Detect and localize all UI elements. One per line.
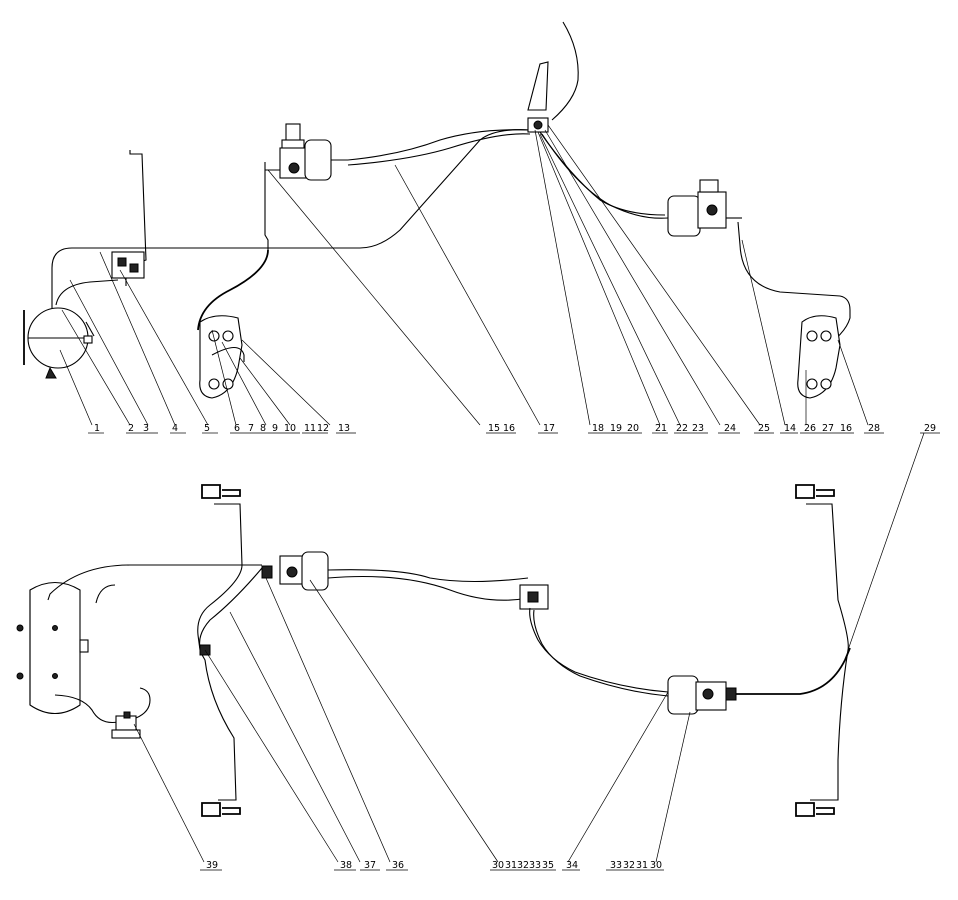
callout-35: 35 (542, 860, 554, 871)
relay-valve (111, 251, 145, 286)
callout-18: 18 (592, 423, 604, 434)
callout-8: 8 (260, 423, 266, 434)
callout-32: 32 (517, 860, 529, 871)
callout-6: 6 (234, 423, 240, 434)
lower-assembly (16, 432, 925, 871)
relay-valve-lower (519, 584, 669, 697)
callout-10: 10 (284, 423, 296, 434)
callout-9: 9 (272, 423, 278, 434)
brake-chamber-rear-right (667, 647, 851, 715)
air-tank-round (23, 307, 95, 379)
callout-32b: 32 (623, 860, 635, 871)
upper-leaders (59, 124, 940, 434)
callout-27: 27 (822, 423, 834, 434)
wheel-brake-marker-left-top (201, 484, 241, 499)
wheel-brake-marker-right-top (795, 484, 835, 499)
callout-30: 30 (492, 860, 504, 871)
wheel-brake-marker-right-bottom (795, 802, 835, 817)
callout-15: 15 (488, 423, 500, 434)
lower-leaders (133, 432, 925, 871)
callout-1: 1 (94, 423, 100, 434)
brake-pedal (527, 21, 579, 133)
upper-assembly (23, 21, 940, 434)
callout-37: 37 (364, 860, 376, 871)
callout-19: 19 (610, 423, 622, 434)
callout-33b: 33 (610, 860, 622, 871)
brake-caliper-right (797, 315, 841, 399)
air-tank-cylinder (16, 564, 262, 724)
callout-16: 16 (503, 423, 515, 434)
callout-38: 38 (340, 860, 352, 871)
callout-23: 23 (692, 423, 704, 434)
wheel-brake-marker-left-bottom (201, 802, 241, 817)
callout-11: 11 (304, 423, 316, 434)
callout-34: 34 (566, 860, 578, 871)
callout-12: 12 (317, 423, 329, 434)
callout-33: 33 (529, 860, 541, 871)
callout-25: 25 (758, 423, 770, 434)
callout-20: 20 (627, 423, 639, 434)
brake-chamber-front-right (667, 179, 742, 237)
callout-21: 21 (655, 423, 667, 434)
lower-callout-numbers: 39 38 37 36 30 31 32 33 35 34 33 32 31 3… (206, 860, 662, 871)
callout-31b: 31 (636, 860, 648, 871)
callout-3: 3 (143, 423, 149, 434)
callout-24: 24 (724, 423, 736, 434)
callout-7: 7 (248, 423, 254, 434)
drain-valve (111, 687, 151, 739)
callout-39: 39 (206, 860, 218, 871)
callout-2: 2 (128, 423, 134, 434)
callout-31: 31 (505, 860, 517, 871)
callout-16b: 16 (840, 423, 852, 434)
callout-28: 28 (868, 423, 880, 434)
upper-callout-numbers: 1 2 3 4 5 6 7 8 9 10 11 12 13 15 16 17 1… (94, 423, 936, 434)
callout-22: 22 (676, 423, 688, 434)
brake-chamber-rear-left (261, 551, 529, 601)
callout-4: 4 (172, 423, 178, 434)
brake-chamber-front-left (279, 123, 348, 181)
callout-14: 14 (784, 423, 796, 434)
callout-29: 29 (924, 423, 936, 434)
callout-30b: 30 (650, 860, 662, 871)
callout-36: 36 (392, 860, 404, 871)
brake-caliper-left (199, 315, 245, 399)
callout-26: 26 (804, 423, 816, 434)
callout-5: 5 (204, 423, 210, 434)
callout-17: 17 (543, 423, 555, 434)
callout-13: 13 (338, 423, 350, 434)
